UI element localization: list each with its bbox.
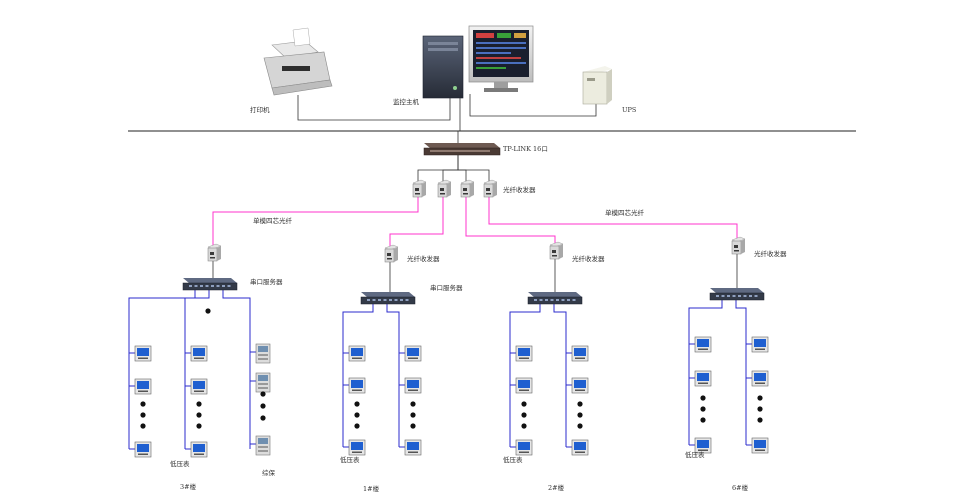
meter-label: 低压表 bbox=[170, 459, 190, 468]
building-transceiver bbox=[731, 236, 746, 255]
meter-icon bbox=[404, 377, 422, 394]
meter-icon bbox=[571, 345, 589, 362]
meter-ellipsis bbox=[410, 401, 416, 429]
meter-ellipsis bbox=[140, 401, 146, 429]
connection-lines bbox=[128, 94, 856, 450]
serial-server-label: 串口服务器 bbox=[430, 283, 463, 292]
more-ports-ellipsis bbox=[205, 308, 211, 314]
serial-server-icon bbox=[709, 288, 765, 301]
building-transceiver-label: 光纤收发器 bbox=[572, 254, 605, 263]
building-3 bbox=[515, 241, 589, 456]
meter-icon bbox=[348, 377, 366, 394]
meter-ellipsis bbox=[577, 401, 583, 429]
protection-relay-icon bbox=[255, 372, 271, 393]
fiber-lines bbox=[212, 197, 738, 248]
switch-label: TP-LINK 16口 bbox=[503, 145, 548, 153]
top-transceiver-1 bbox=[412, 179, 427, 198]
meter-icon bbox=[134, 345, 152, 362]
meter-column bbox=[255, 343, 271, 456]
printer-icon bbox=[263, 27, 333, 96]
fiber-label-right: 单模四芯光纤 bbox=[605, 208, 645, 217]
meter-icon bbox=[348, 345, 366, 362]
fiber-label-left: 单模四芯光纤 bbox=[253, 216, 293, 225]
main-switch-icon bbox=[423, 143, 501, 156]
meter-icon bbox=[694, 437, 712, 454]
top-transceiver-3 bbox=[460, 179, 475, 198]
meter-column bbox=[751, 336, 769, 454]
meter-icon bbox=[751, 437, 769, 454]
computer-tower-icon bbox=[422, 35, 464, 99]
meter-icon bbox=[515, 377, 533, 394]
protection-relay-icon bbox=[255, 435, 271, 456]
host-label: 监控主机 bbox=[393, 97, 420, 106]
meter-ellipsis bbox=[757, 395, 763, 423]
meter-column bbox=[348, 345, 366, 456]
serial-server-icon bbox=[527, 292, 583, 305]
serial-server-icon bbox=[182, 278, 238, 291]
protection-label: 综保 bbox=[262, 468, 276, 477]
meter-icon bbox=[571, 377, 589, 394]
meter-icon bbox=[751, 370, 769, 387]
meter-icon bbox=[694, 370, 712, 387]
meter-label: 低压表 bbox=[340, 455, 360, 464]
meter-label: 低压表 bbox=[503, 455, 523, 464]
meter-icon bbox=[515, 439, 533, 456]
meter-column bbox=[571, 345, 589, 456]
meter-label: 低压表 bbox=[685, 450, 705, 459]
printer-label: 打印机 bbox=[250, 105, 270, 114]
meter-column bbox=[134, 345, 152, 458]
meter-column bbox=[515, 345, 533, 456]
protection-relay-icon bbox=[255, 343, 271, 364]
meter-icon bbox=[515, 345, 533, 362]
building-1 bbox=[134, 243, 271, 458]
monitor-icon bbox=[468, 25, 534, 92]
building-4 bbox=[694, 236, 769, 454]
top-transceivers bbox=[412, 179, 498, 198]
relay-ellipsis bbox=[260, 391, 266, 421]
ups-icon bbox=[582, 66, 612, 105]
meter-icon bbox=[751, 336, 769, 353]
building-name: 1#楼 bbox=[363, 484, 380, 493]
building-transceiver bbox=[549, 241, 564, 260]
meter-icon bbox=[190, 378, 208, 395]
top-transceiver-2 bbox=[437, 179, 452, 198]
meter-column bbox=[694, 336, 712, 454]
top-transceiver-4 bbox=[483, 179, 498, 198]
meter-icon bbox=[404, 439, 422, 456]
meter-ellipsis bbox=[700, 395, 706, 423]
serial-server-icon bbox=[360, 292, 416, 305]
building-transceiver-label: 光纤收发器 bbox=[407, 254, 440, 263]
meter-icon bbox=[134, 378, 152, 395]
meter-column bbox=[404, 345, 422, 456]
meter-icon bbox=[404, 345, 422, 362]
meter-ellipsis bbox=[354, 401, 360, 429]
top-transceiver-label: 光纤收发器 bbox=[503, 185, 536, 194]
building-name: 2#楼 bbox=[548, 483, 565, 492]
building-2 bbox=[348, 244, 422, 456]
ups-label: UPS bbox=[622, 106, 636, 114]
meter-icon bbox=[694, 336, 712, 353]
building-transceiver-label: 光纤收发器 bbox=[754, 249, 787, 258]
building-transceiver bbox=[207, 243, 222, 262]
building-name: 3#楼 bbox=[180, 482, 197, 491]
meter-ellipsis bbox=[196, 401, 202, 429]
building-name: 6#楼 bbox=[732, 483, 749, 492]
meter-icon bbox=[190, 345, 208, 362]
serial-server-label: 串口服务器 bbox=[250, 277, 283, 286]
building-transceiver bbox=[384, 244, 399, 263]
meter-icon bbox=[134, 441, 152, 458]
meter-icon bbox=[571, 439, 589, 456]
meter-icon bbox=[348, 439, 366, 456]
meter-icon bbox=[190, 441, 208, 458]
meter-column bbox=[190, 345, 208, 458]
meter-ellipsis bbox=[521, 401, 527, 429]
